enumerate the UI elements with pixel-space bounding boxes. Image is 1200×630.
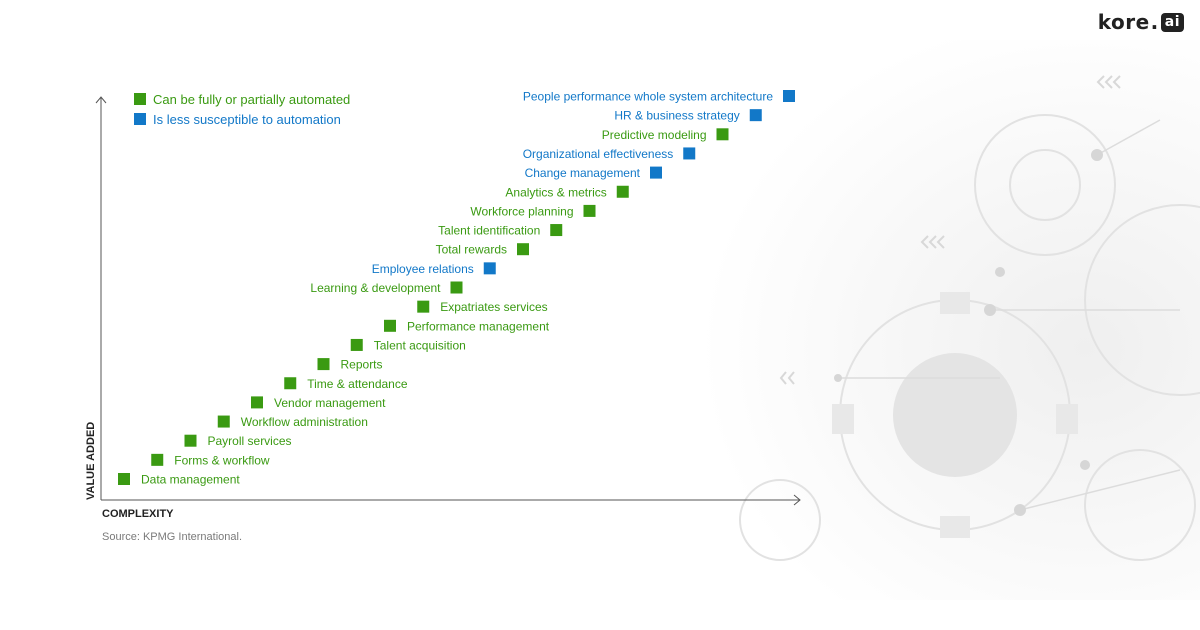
point-label-workflow-administration: Workflow administration — [241, 415, 368, 429]
point-marker-workforce-planning — [583, 204, 596, 217]
brand-name: kore — [1097, 10, 1150, 34]
point-marker-change-management — [650, 166, 662, 179]
point-marker-people-performance-whole-system-architecture — [783, 90, 795, 102]
legend-label-automated: Can be fully or partially automated — [153, 92, 350, 107]
legend-swatch-automated — [134, 93, 146, 105]
legend-swatch-less-susceptible — [134, 113, 146, 125]
point-marker-total-rewards — [517, 243, 529, 256]
point-label-payroll-services: Payroll services — [208, 434, 292, 448]
point-label-people-performance-whole-system-architecture: People performance whole system architec… — [523, 90, 773, 104]
point-label-workforce-planning: Workforce planning — [470, 204, 573, 218]
point-label-total-rewards: Total rewards — [436, 243, 507, 257]
point-label-forms-workflow: Forms & workflow — [174, 453, 270, 467]
point-label-reports: Reports — [341, 358, 383, 372]
point-marker-hr-business-strategy — [749, 109, 762, 122]
point-label-expatriates-services: Expatriates services — [440, 300, 547, 314]
point-label-performance-management: Performance management — [407, 319, 550, 333]
point-marker-talent-acquisition — [350, 338, 363, 351]
point-label-predictive-modeling: Predictive modeling — [602, 128, 707, 142]
point-marker-employee-relations — [483, 262, 496, 275]
legend-label-less-susceptible: Is less susceptible to automation — [153, 112, 341, 127]
point-label-learning-development: Learning & development — [310, 281, 441, 295]
point-marker-learning-development — [450, 281, 463, 294]
point-marker-organizational-effectiveness — [683, 147, 696, 160]
data-points: Data management Forms & workflow Payroll s… — [118, 90, 795, 487]
kore-ai-logo: kore.ai — [1098, 10, 1184, 34]
point-marker-performance-management — [384, 319, 396, 332]
brand-suffix: ai — [1160, 12, 1184, 32]
point-label-hr-business-strategy: HR & business strategy — [614, 109, 739, 123]
y-axis — [95, 96, 107, 500]
y-axis-label: VALUE ADDED — [85, 422, 97, 500]
x-axis — [101, 494, 801, 506]
point-marker-workflow-administration — [217, 415, 230, 428]
point-label-talent-acquisition: Talent acquisition — [374, 338, 466, 352]
point-marker-analytics-metrics — [616, 185, 629, 198]
point-label-talent-identification: Talent identification — [438, 224, 540, 238]
source-note: Source: KPMG International. — [102, 531, 243, 543]
point-marker-payroll-services — [184, 434, 197, 447]
point-marker-vendor-management — [251, 396, 263, 409]
point-label-change-management: Change management — [525, 166, 641, 180]
point-marker-talent-identification — [550, 224, 563, 237]
point-label-employee-relations: Employee relations — [372, 262, 474, 276]
legend: Can be fully or partially automated Is l… — [134, 92, 350, 127]
legend-item-automated: Can be fully or partially automated — [134, 92, 350, 107]
point-label-vendor-management: Vendor management — [274, 396, 386, 410]
point-marker-reports — [317, 358, 330, 371]
point-label-organizational-effectiveness: Organizational effectiveness — [523, 147, 674, 161]
point-label-time-attendance: Time & attendance — [307, 377, 408, 391]
x-axis-label: COMPLEXITY — [102, 508, 174, 520]
point-marker-expatriates-services — [417, 300, 430, 313]
point-label-data-management: Data management — [141, 473, 240, 487]
point-marker-predictive-modeling — [716, 128, 729, 141]
point-marker-forms-workflow — [151, 453, 164, 466]
legend-item-less-susceptible: Is less susceptible to automation — [134, 112, 341, 127]
point-label-analytics-metrics: Analytics & metrics — [505, 185, 606, 199]
point-marker-data-management — [118, 473, 130, 485]
point-marker-time-attendance — [284, 377, 297, 390]
